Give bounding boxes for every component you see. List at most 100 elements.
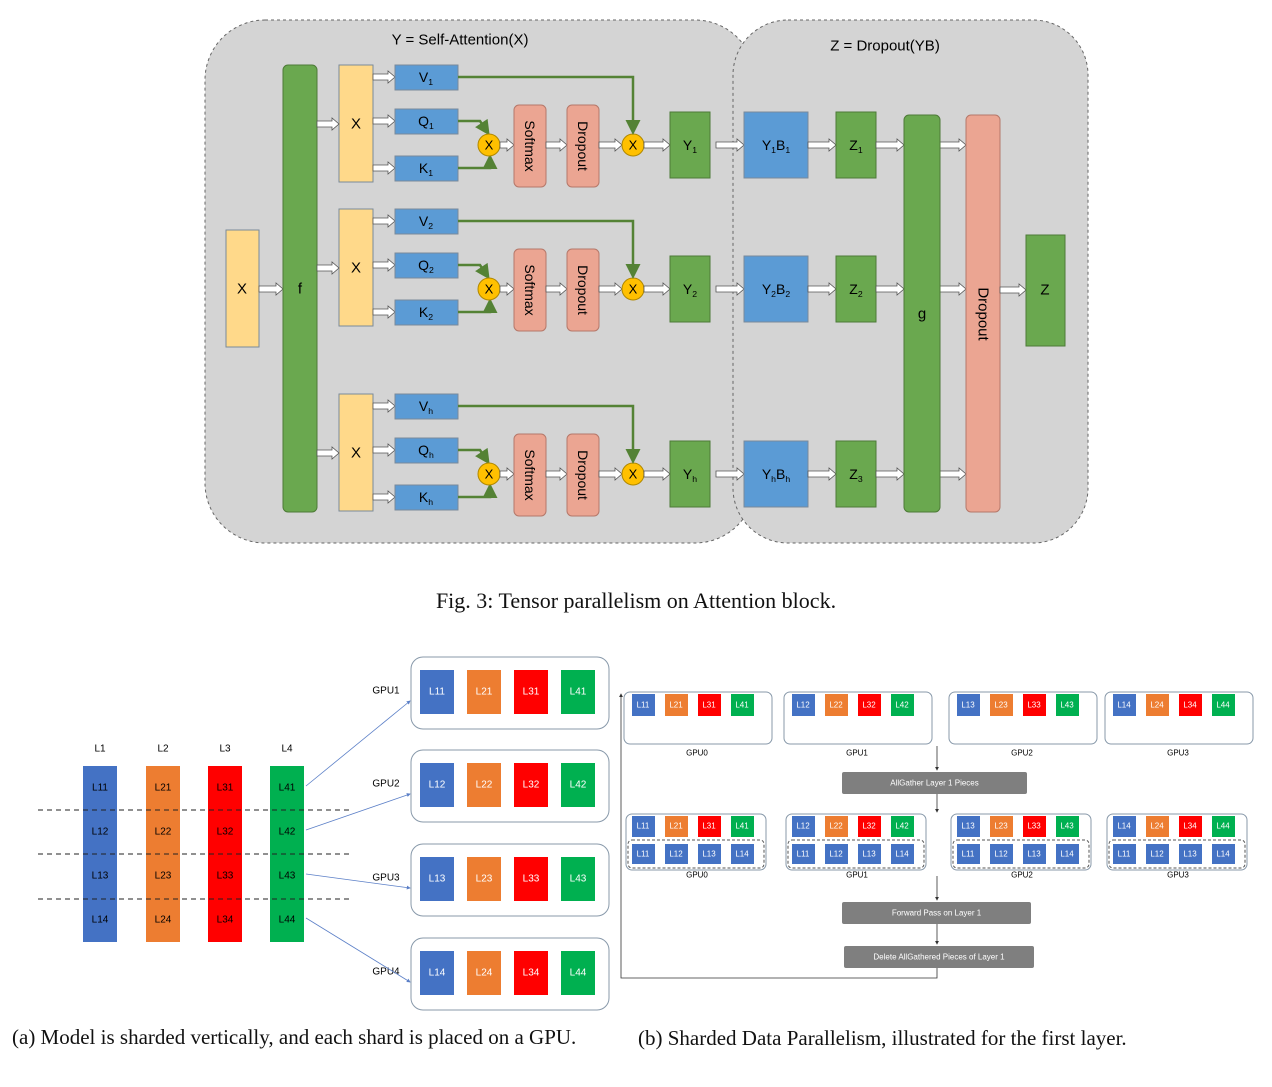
layer-header: L1 <box>94 744 106 755</box>
q-box <box>394 437 459 464</box>
gathered-cell-label: L13 <box>862 850 876 859</box>
k-box <box>394 155 459 182</box>
flow-arrow <box>316 117 340 131</box>
v-box <box>394 393 459 420</box>
gpu-shard-cell <box>514 951 548 995</box>
flow-arrow <box>372 114 396 128</box>
gathered-cell-label: L14 <box>895 850 909 859</box>
gathered-cell-label: L12 <box>1150 850 1164 859</box>
gpu-box <box>410 937 610 1011</box>
shard-cell-label: L13 <box>961 701 975 710</box>
layer-cell: L23 <box>155 871 172 882</box>
flow-arrow <box>316 261 340 275</box>
gpu-shard-cell <box>467 670 501 714</box>
gpu-label: GPU1 <box>372 686 400 697</box>
gathered-cell-label: L11 <box>962 850 975 859</box>
gathered-cell-label: L11 <box>637 850 650 859</box>
dropout-title: Z = Dropout(YB) <box>830 38 940 55</box>
subscript: 2 <box>428 312 433 322</box>
flow-arrow <box>545 138 568 152</box>
gpu-shard-cell <box>420 763 454 807</box>
shard-cell-label: L44 <box>1216 822 1230 831</box>
v-multiply-label: X <box>629 138 638 153</box>
label-part: Z <box>849 466 858 482</box>
shard-cell-label: L33 <box>1027 822 1041 831</box>
shard-cell-gathered <box>858 816 881 837</box>
gpu-label-gathered: GPU0 <box>686 871 708 880</box>
gpu-shard-label: L14 <box>429 968 446 979</box>
layer-cell: L22 <box>155 827 172 838</box>
qk-multiply-label: X <box>485 282 494 297</box>
x-replica-label: X <box>351 445 361 462</box>
gpu-shard-label: L42 <box>570 780 587 791</box>
shard-cell-label: L23 <box>994 701 1008 710</box>
shard-cell-top <box>1212 694 1235 716</box>
shard-cell-label: L22 <box>829 701 843 710</box>
label-part: Z <box>849 137 858 153</box>
shard-cell-gathered <box>792 816 815 837</box>
flow-arrow <box>598 138 623 152</box>
v-box <box>394 64 459 91</box>
gathered-cell <box>825 844 848 864</box>
shard-cell-label: L43 <box>1060 701 1074 710</box>
z-label: Z1 <box>849 137 863 155</box>
layer-cell: L14 <box>92 915 109 926</box>
gpu-label-gathered: GPU1 <box>846 871 868 880</box>
shard-cell-label: L14 <box>1117 701 1131 710</box>
f-box <box>282 64 318 513</box>
subscript: h <box>428 497 433 507</box>
layer-cell: L24 <box>155 915 172 926</box>
shard-cell-gathered <box>731 816 754 837</box>
gpu-label-top: GPU2 <box>1011 749 1033 758</box>
gpu-box <box>410 843 610 917</box>
f-label: f <box>298 281 303 298</box>
layer-cell: L21 <box>155 783 172 794</box>
gpu-shard-label: L24 <box>476 968 493 979</box>
label-part: Y <box>683 281 693 297</box>
label-part: Y <box>762 466 772 482</box>
shard-cell-gathered <box>957 816 980 837</box>
shard-cell-label: L24 <box>1150 701 1164 710</box>
gpu-shard-label: L12 <box>429 780 446 791</box>
subfig-a-caption: (a) Model is sharded vertically, and eac… <box>12 1025 577 1049</box>
step-box <box>842 902 1031 924</box>
gpu-shard-cell <box>420 951 454 995</box>
gathered-cell <box>1146 844 1169 864</box>
shard-cell-label: L32 <box>862 701 876 710</box>
label-part: K <box>419 489 429 505</box>
q-box <box>394 108 459 135</box>
shard-cell-gathered <box>1113 816 1136 837</box>
v-label: V1 <box>419 69 433 87</box>
layer-cell: L12 <box>92 827 109 838</box>
gpu-shard-label: L31 <box>523 687 540 698</box>
gathered-cell-label: L12 <box>669 850 683 859</box>
gathered-cell-label: L13 <box>1183 850 1197 859</box>
gathered-cell <box>1113 844 1136 864</box>
shard-cell-label: L11 <box>637 822 650 831</box>
gpu-shard-cell <box>514 857 548 901</box>
shard-cell-top <box>957 694 980 716</box>
v-box <box>394 208 459 235</box>
yb-label: Y1B1 <box>762 137 791 155</box>
gpu-label: GPU4 <box>372 967 400 978</box>
label-part: V <box>419 213 429 229</box>
layer-header: L3 <box>219 744 231 755</box>
layer-cell: L11 <box>92 783 108 794</box>
flow-arrow <box>499 138 515 152</box>
layer-cell: L43 <box>279 871 296 882</box>
gathered-cell <box>1212 844 1235 864</box>
softmax-label: Softmax <box>522 449 538 500</box>
shard-cell-label: L31 <box>702 701 716 710</box>
gpu-shard-label: L13 <box>429 874 446 885</box>
x-replica-label: X <box>351 260 361 277</box>
gathered-cell <box>1179 844 1202 864</box>
gathered-cell-label: L13 <box>1027 850 1041 859</box>
label-part: V <box>419 398 429 414</box>
flow-arrow <box>807 467 837 481</box>
flow-arrow <box>372 443 396 457</box>
layer-cell: L44 <box>279 915 296 926</box>
shard-cell-top <box>698 694 721 716</box>
gpu-label-top: GPU1 <box>846 749 868 758</box>
shard-cell-label: L14 <box>1117 822 1131 831</box>
gpu-label-gathered: GPU3 <box>1167 871 1189 880</box>
